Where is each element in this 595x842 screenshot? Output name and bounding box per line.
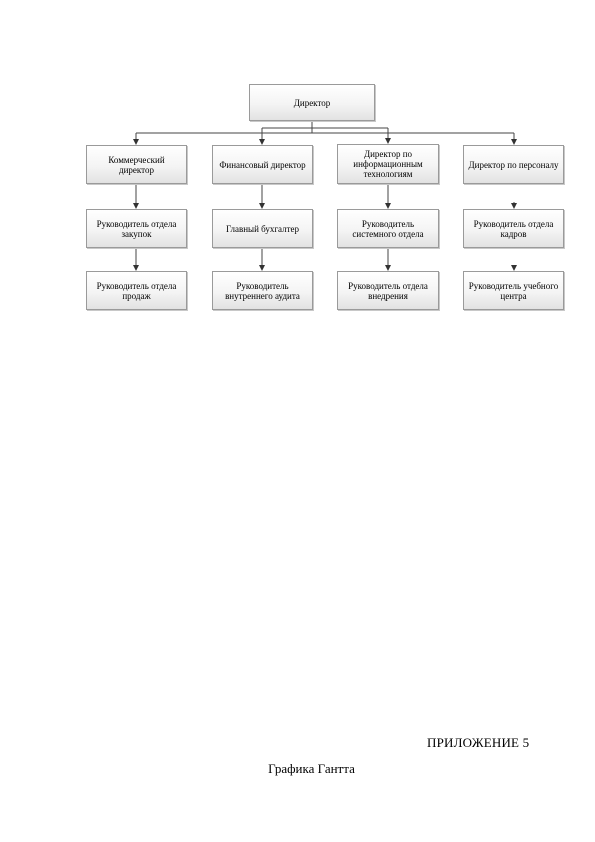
unit-node-label: Руководитель системного отдела <box>352 218 424 239</box>
unit-node-chief-accountant: Главный бухгалтер <box>212 209 313 248</box>
unit-node-internal-audit: Руководитель внутреннего аудита <box>212 271 313 310</box>
unit-node-label: Руководитель отдела закупок <box>96 218 177 239</box>
unit-node-training-center: Руководитель учебного центра <box>463 271 564 310</box>
head-node-finance: Финансовый директор <box>212 145 313 184</box>
appendix-label: ПРИЛОЖЕНИЕ 5 <box>427 735 530 750</box>
head-node-label: Директор по персоналу <box>468 159 559 170</box>
unit-node-purchasing: Руководитель отдела закупок <box>86 209 187 248</box>
root-node-director: Директор <box>249 84 375 121</box>
head-node-it: Директор по информационным технологиям <box>337 144 439 184</box>
unit-node-label: Руководитель отдела кадров <box>473 218 554 239</box>
unit-node-label: Руководитель внутреннего аудита <box>225 280 300 301</box>
unit-node-label: Руководитель отдела продаж <box>96 280 177 301</box>
root-node-label: Директор <box>293 97 331 108</box>
unit-node-implementation: Руководитель отдела внедрения <box>337 271 439 310</box>
unit-node-label: Руководитель отдела внедрения <box>348 280 428 301</box>
head-node-commercial: Коммерческий директор <box>86 145 187 184</box>
unit-node-systems: Руководитель системного отдела <box>337 209 439 248</box>
section-caption: Графика Гантта <box>268 761 355 776</box>
head-node-label: Финансовый директор <box>219 159 306 170</box>
unit-node-label: Главный бухгалтер <box>225 223 300 234</box>
head-node-hr: Директор по персоналу <box>463 145 564 184</box>
unit-node-label: Руководитель учебного центра <box>468 280 559 301</box>
unit-node-sales: Руководитель отдела продаж <box>86 271 187 310</box>
unit-node-personnel: Руководитель отдела кадров <box>463 209 564 248</box>
head-node-label: Коммерческий директор <box>108 154 165 175</box>
head-node-label: Директор по информационным технологиям <box>353 149 423 179</box>
